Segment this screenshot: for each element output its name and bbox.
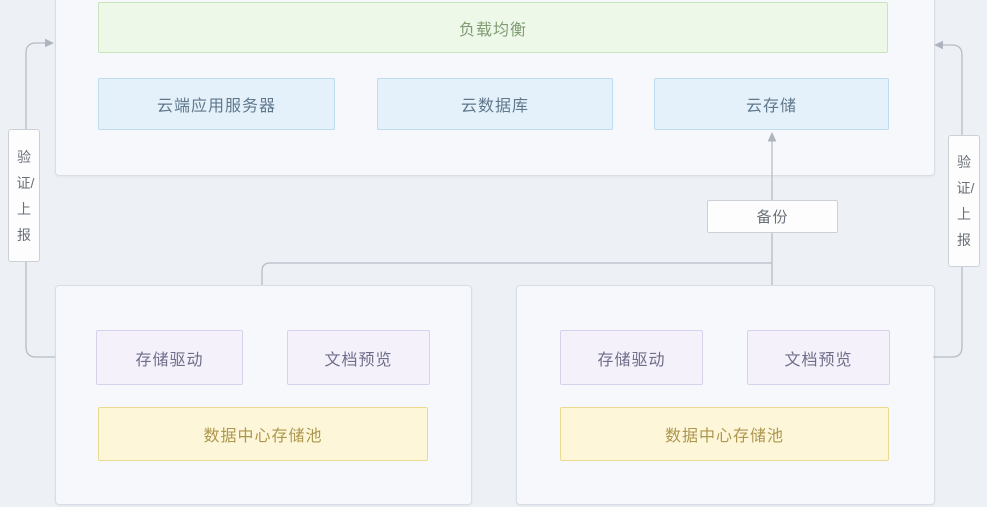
backup-node: 备份: [707, 200, 838, 233]
arrowhead-right-into-cloud: [934, 40, 943, 50]
cloud-storage-node: 云存储: [654, 78, 889, 130]
datacenter-right-container: [516, 285, 935, 505]
connector-verify-left-down: [25, 262, 55, 358]
arrowhead-up-into-cloud-storage: [767, 132, 777, 142]
storage-drive-node-left: 存储驱动: [96, 330, 243, 385]
arrowhead-left-into-cloud: [45, 38, 54, 48]
connector-datacenter-left-branch: [261, 262, 772, 285]
verify-report-label-right: 验证/上报: [948, 135, 980, 267]
cloud-app-server-node: 云端应用服务器: [98, 78, 335, 130]
connector-verify-left-up: [25, 42, 45, 129]
datacenter-left-container: [55, 285, 472, 505]
verify-report-text-right: 验证/上报: [956, 154, 975, 248]
doc-preview-node-right: 文档预览: [747, 330, 890, 385]
cloud-database-node: 云数据库: [377, 78, 613, 130]
connector-verify-right-up: [943, 44, 963, 135]
load-balancer-node: 负载均衡: [98, 2, 888, 53]
storage-drive-node-right: 存储驱动: [560, 330, 703, 385]
verify-report-label-left: 验证/上报: [8, 129, 40, 262]
doc-preview-node-left: 文档预览: [287, 330, 430, 385]
storage-pool-node-left: 数据中心存储池: [98, 407, 428, 461]
connector-verify-right-down: [933, 267, 963, 358]
storage-pool-node-right: 数据中心存储池: [560, 407, 889, 461]
verify-report-text-left: 验证/上报: [16, 148, 35, 243]
